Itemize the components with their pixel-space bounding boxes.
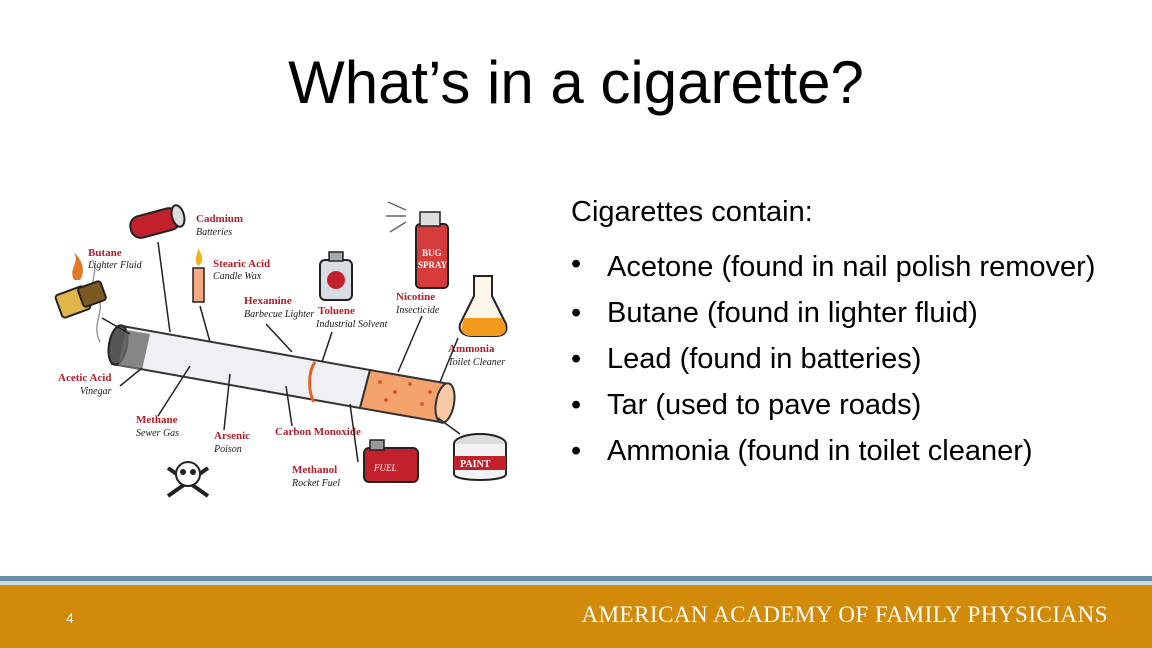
bullet-icon: • [571,435,582,467]
bug-spray-text-1: BUG [422,248,442,258]
label-methane: Methane [136,414,178,426]
bullet-icon: • [571,297,582,329]
label-nicotine-use: Insecticide [395,305,440,316]
paint-can-icon: PAINT [453,433,507,481]
bullet-icon: • [571,343,582,375]
list-item-text: Butane (found in lighter fluid) [607,297,978,329]
solvent-can-icon [319,251,353,301]
label-hexamine-use: Barbecue Lighter [244,309,314,320]
content-area: Cigarettes contain: • Acetone (found in n… [571,192,1131,474]
list-item: • Tar (used to pave roads) [571,382,1117,428]
label-acetic-acid: Acetic Acid [58,372,111,384]
label-carbon-monoxide: Carbon Monoxide [275,426,361,438]
label-arsenic: Arsenic [214,430,250,442]
battery-icon [129,204,186,239]
leader-lines [101,241,461,463]
slide-title: What’s in a cigarette? [288,49,864,116]
lighter-icon [54,252,107,319]
cigarette-ingredients-illustration: Cadmium Batteries Butane Lighter Fluid S… [54,201,508,498]
list-item: • Ammonia (found in toilet cleaner) [571,428,1117,474]
footer-divider-dark [0,576,1152,581]
label-arsenic-use: Poison [213,444,242,455]
cigarette-illustration [91,259,456,424]
bullet-icon: • [571,248,582,280]
list-item-text: Acetone (found in nail polish remover) [607,251,1096,283]
label-ammonia-use: Toilet Cleaner [448,357,505,368]
intro-text: Cigarettes contain: [571,196,813,228]
list-item-text: Ammonia (found in toilet cleaner) [607,435,1033,467]
fuel-can-icon: FUEL [363,439,419,483]
label-ammonia: Ammonia [448,343,495,355]
label-toluene: Toluene [318,305,355,317]
label-acetic-acid-use: Vinegar [80,386,112,397]
flask-icon [458,275,508,337]
label-stearic-acid-use: Candle Wax [213,271,262,282]
label-methanol-use: Rocket Fuel [291,478,340,489]
label-methane-use: Sewer Gas [136,428,179,439]
skull-crossbones-icon [166,461,210,498]
ingredient-list: •Acetone (found in nail polish remover) … [571,244,1131,474]
footer-bar: 4 AMERICAN ACADEMY OF FAMILY PHYSICIANS [0,585,1152,648]
organization-name: AMERICAN ACADEMY OF FAMILY PHYSICIANS [581,602,1108,627]
label-butane-use: Lighter Fluid [87,260,143,271]
bug-spray-icon: BUG SPRAY [386,201,449,289]
footer-divider-light [0,581,1152,585]
label-cadmium: Cadmium [196,213,243,225]
label-nicotine: Nicotine [396,291,435,303]
list-item-text: Lead (found in batteries) [607,343,922,375]
page-number: 4 [66,610,74,626]
bug-spray-text-2: SPRAY [418,260,448,270]
label-butane: Butane [88,247,122,259]
list-item: • Butane (found in lighter fluid) [571,290,1117,336]
label-cadmium-use: Batteries [196,227,232,238]
label-stearic-acid: Stearic Acid [213,258,270,270]
fuel-can-text: FUEL [373,463,397,473]
label-hexamine: Hexamine [244,295,292,307]
paint-can-text: PAINT [460,459,491,470]
bullet-icon: • [571,389,582,421]
list-item: • Acetone (found in nail polish remover) [571,244,1117,290]
list-item-text: Tar (used to pave roads) [607,389,922,421]
list-item: • Lead (found in batteries) [571,336,1117,382]
label-toluene-use: Industrial Solvent [315,319,388,330]
candle-icon [192,248,205,303]
label-methanol: Methanol [292,464,337,476]
